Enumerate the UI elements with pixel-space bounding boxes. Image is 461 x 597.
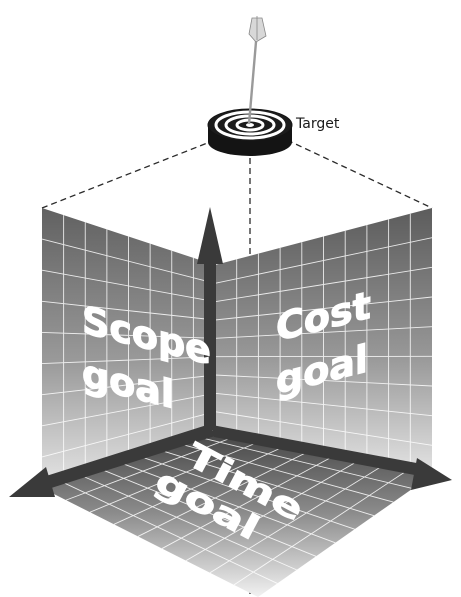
dart-icon <box>247 16 267 125</box>
vertical-arrowhead <box>197 207 223 264</box>
axis-arrows <box>9 207 452 497</box>
right-arrowhead <box>411 458 452 490</box>
vertical-axis-arrow <box>204 262 216 430</box>
time-floor <box>42 430 432 597</box>
left-arrowhead <box>9 467 55 497</box>
cost-wall <box>214 208 433 475</box>
target-label: Target <box>295 116 340 132</box>
left-axis-arrow <box>43 424 215 489</box>
cost-wall-grid <box>214 213 433 471</box>
target-bullseye <box>207 108 293 156</box>
time-floor-grid <box>61 434 413 586</box>
scope-wall-grid <box>41 215 216 481</box>
scope-wall <box>41 208 216 488</box>
right-axis-arrow <box>212 425 422 476</box>
